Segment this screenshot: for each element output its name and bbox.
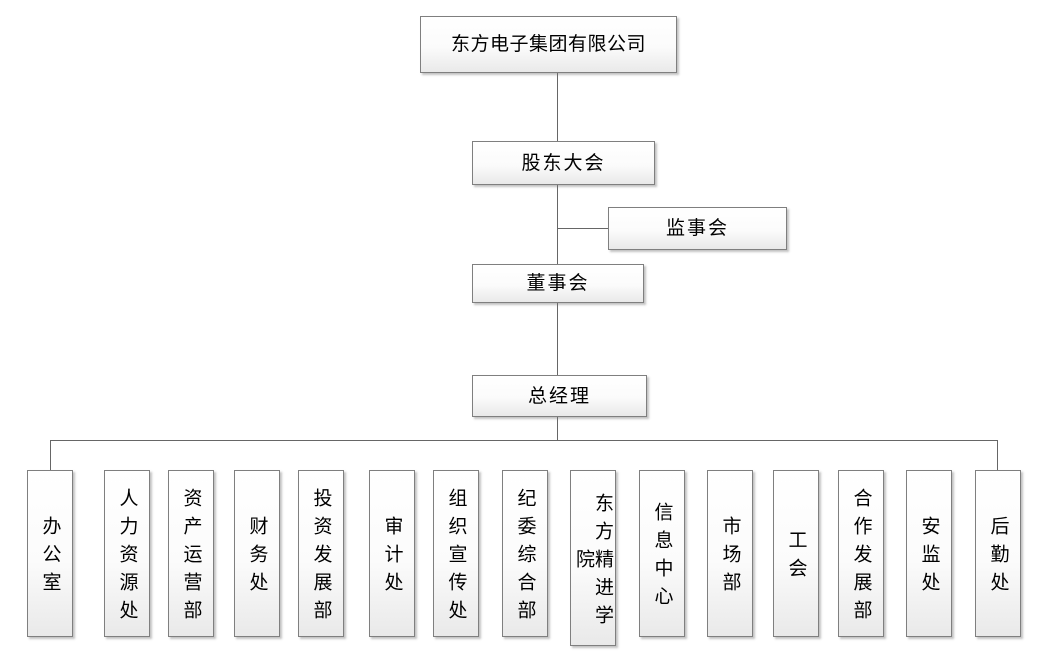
- org-node-shareholders-meeting: 股东大会: [472, 141, 655, 185]
- dept-human-resources: 人力资源处: [104, 470, 150, 637]
- dept-safety-supervision: 安监处: [906, 470, 952, 637]
- dept-audit: 审计处: [369, 470, 415, 637]
- dept-cooperation-development: 合作发展部: [838, 470, 884, 637]
- connector-gm-to-rail: [557, 417, 558, 440]
- connector-rail: [50, 440, 998, 441]
- dept-investment-development: 投资发展部: [298, 470, 344, 637]
- dept-asset-operations: 资产运营部: [168, 470, 214, 637]
- dept-finance: 财务处: [234, 470, 280, 637]
- connector-company-to-shareholders: [557, 73, 558, 141]
- org-node-supervisory-board: 监事会: [608, 207, 787, 250]
- dept-information-center: 信息中心: [639, 470, 685, 637]
- connector-board-to-gm: [557, 303, 558, 375]
- dept-marketing: 市场部: [707, 470, 753, 637]
- connector-rail-right-drop: [997, 440, 998, 470]
- dept-logistics: 后勤处: [975, 470, 1021, 637]
- org-node-general-manager: 总经理: [472, 375, 647, 417]
- dept-labor-union: 工会: [773, 470, 819, 637]
- dept-discipline-inspection: 纪委综合部: [502, 470, 548, 637]
- dept-office: 办公室: [27, 470, 73, 637]
- dept-dongfang-academy: 东方精进学院: [570, 470, 616, 646]
- org-node-board-of-directors: 董事会: [472, 264, 644, 303]
- connector-shareholders-to-board: [557, 185, 558, 264]
- connector-branch-to-supervisory: [557, 228, 608, 229]
- org-node-company: 东方电子集团有限公司: [420, 16, 677, 73]
- dept-organization-publicity: 组织宣传处: [433, 470, 479, 637]
- connector-rail-left-drop: [50, 440, 51, 470]
